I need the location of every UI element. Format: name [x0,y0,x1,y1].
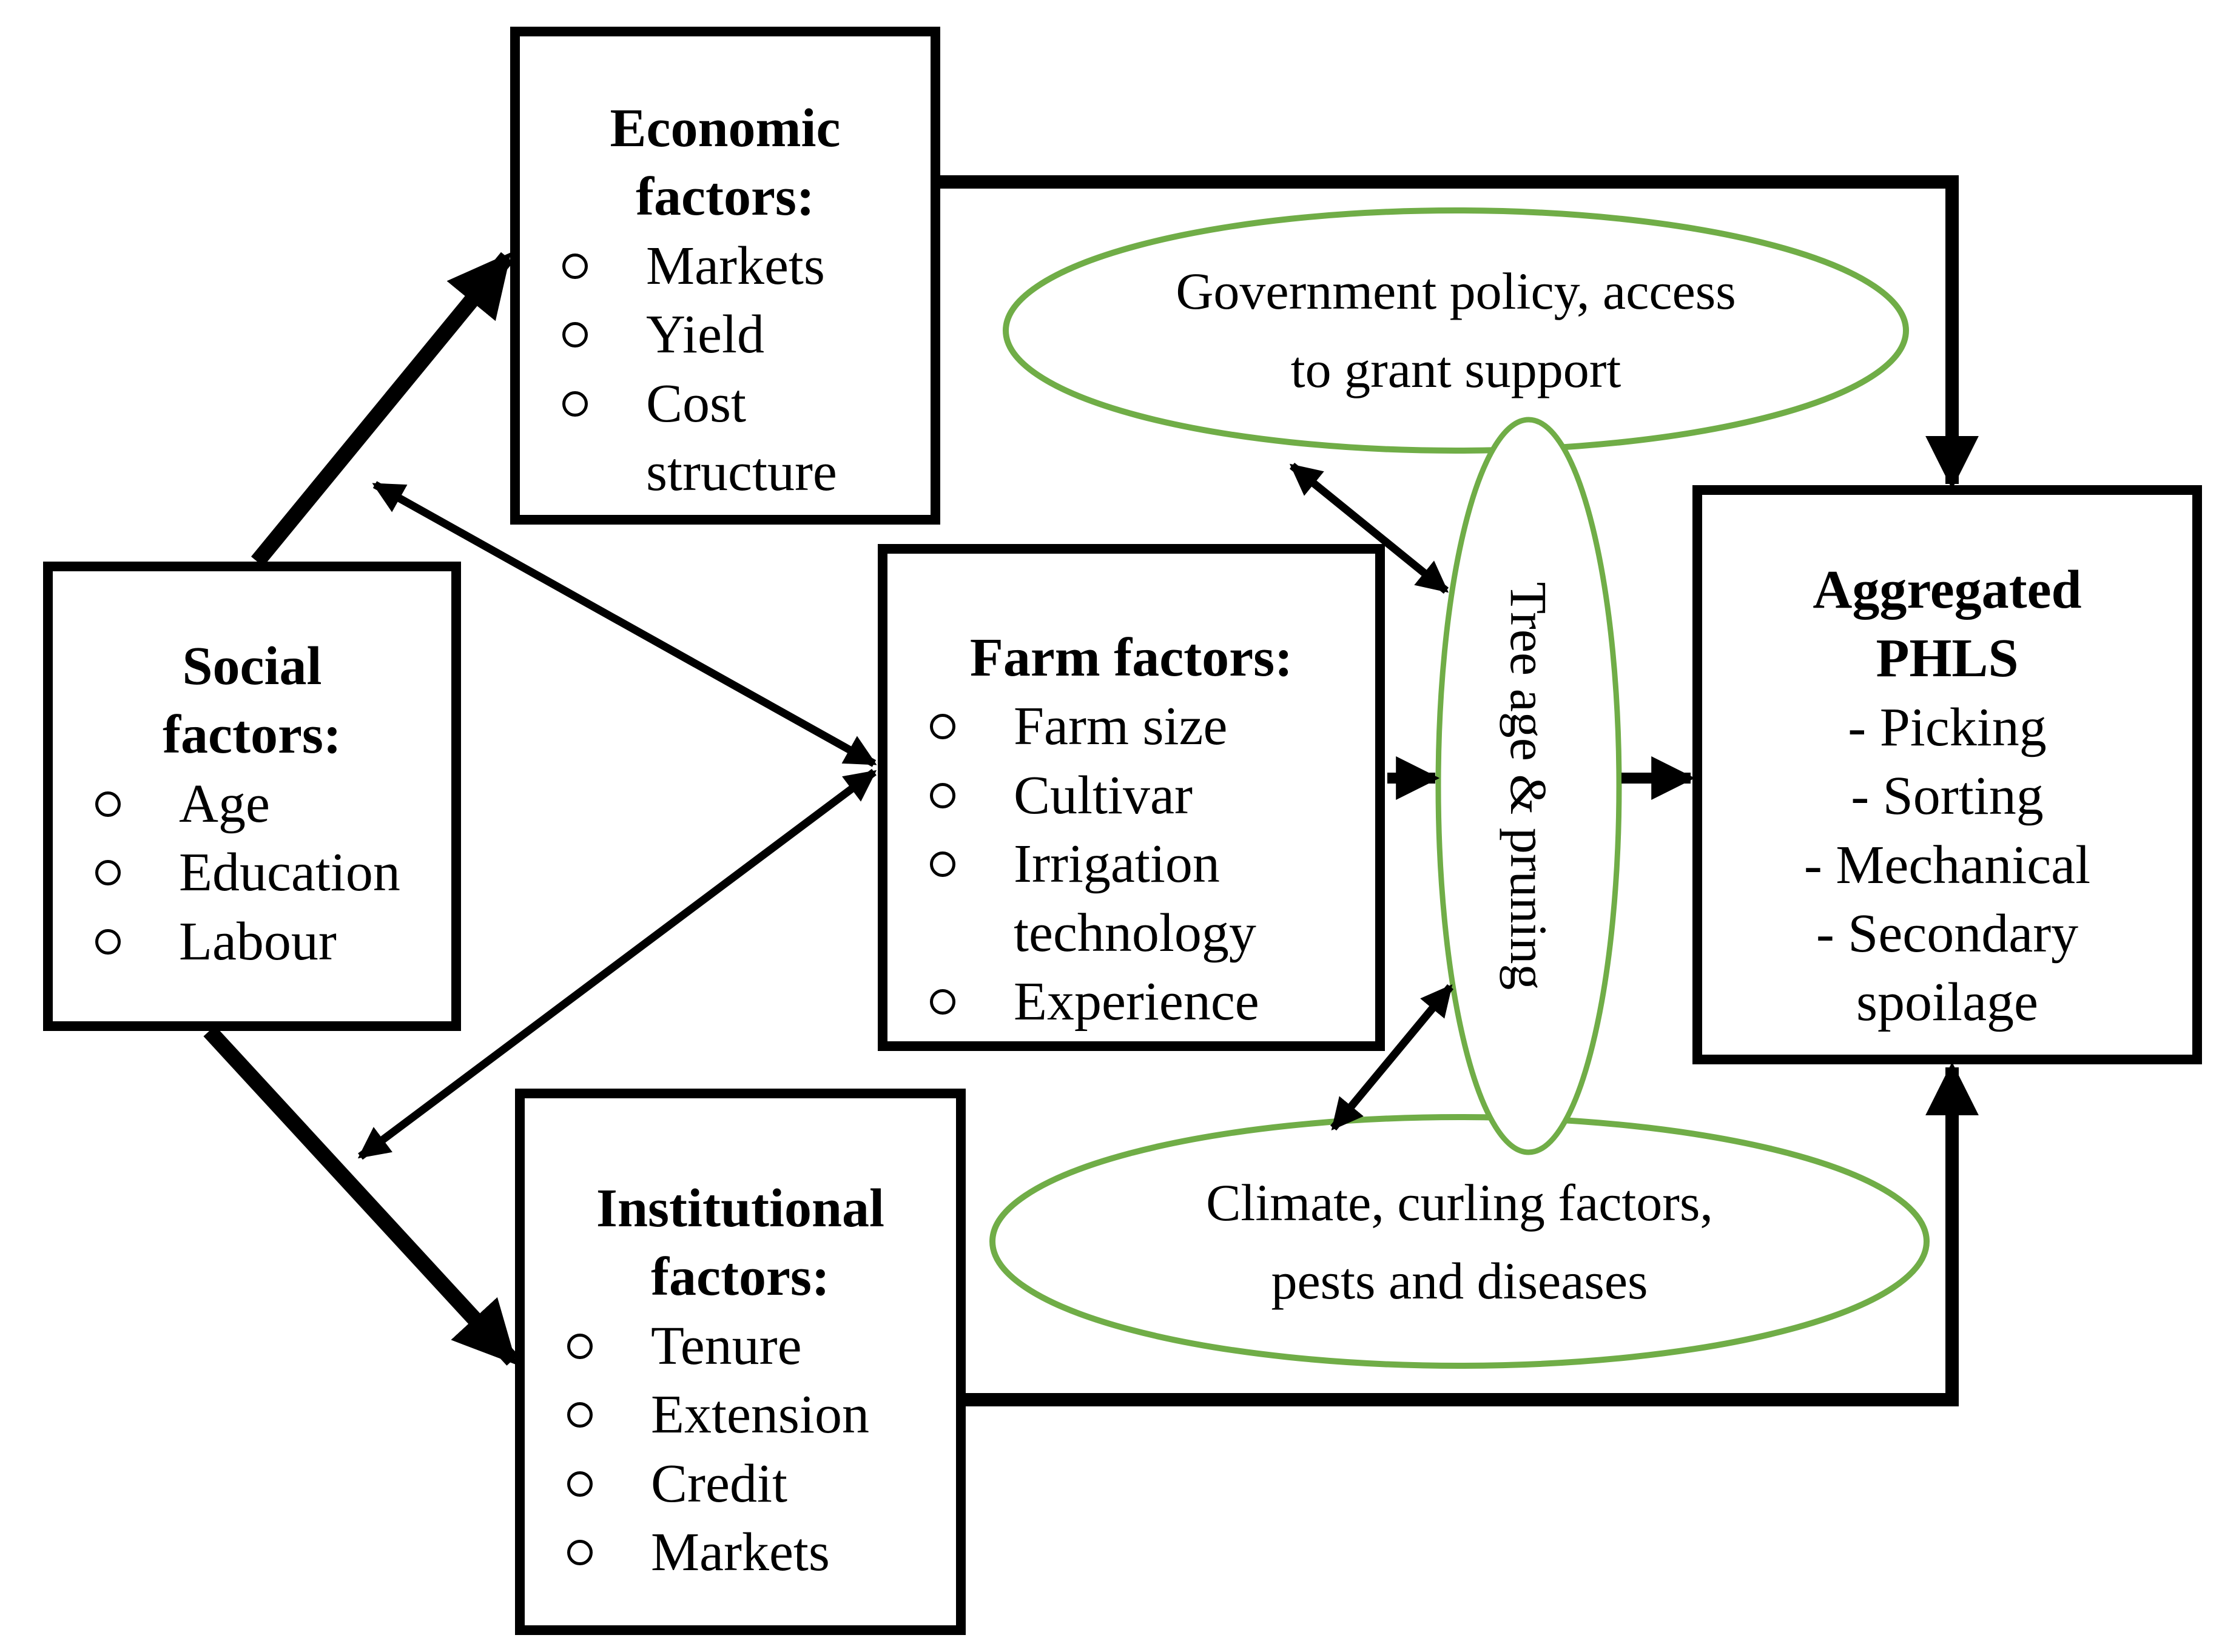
circle-bullet-icon [95,928,121,955]
circle-bullet-icon [567,1539,593,1565]
list-item-label: Age [179,773,270,834]
arrow-social-to-institutional [203,1026,519,1366]
farm-title-line1: Farm factors: [969,628,1293,688]
box-aggregated-phls: Aggregated PHLS - Picking - Sorting - Me… [1692,485,2202,1064]
phls-list-item: - Mechanical [1803,834,2091,895]
list-item-label: Cost structure [646,373,837,502]
list-item: Farm size [930,692,1363,761]
climate-label-line2: pests and diseases [1271,1251,1648,1310]
farm-factors-title: Farm factors: [887,623,1375,692]
list-item: Extension [567,1380,944,1449]
economic-title-line2: factors: [636,167,815,227]
institutional-title-line2: factors: [651,1247,830,1308]
list-item: Education [95,838,439,907]
circle-bullet-icon [562,253,588,279]
government-policy-label: Government policy, access to grant suppo… [1031,227,1880,434]
circle-bullet-icon [930,851,955,878]
list-item: Tenure [567,1312,944,1380]
economic-factors-list: Markets Yield Cost structure [520,232,931,507]
social-title-line1: Social [182,636,322,696]
social-factors-list: Age Education Labour [53,770,451,976]
economic-title-line1: Economic [610,98,841,158]
list-item-label: Farm size [1014,696,1228,757]
list-item-label: Labour [179,911,337,972]
list-item: Credit [567,1449,944,1518]
list-item: Markets [567,1518,944,1587]
list-item-label: Markets [646,235,825,296]
box-farm-factors: Farm factors: Farm size Cultivar Irrigat… [878,544,1385,1051]
list-item-label: Tenure [651,1315,802,1376]
circle-bullet-icon [930,714,955,740]
government-label-line2: to grant support [1290,340,1621,398]
institutional-factors-list: Tenure Extension Credit Markets [525,1312,956,1587]
climate-label-line1: Climate, curling factors, [1206,1173,1713,1232]
circle-bullet-icon [567,1333,593,1359]
institutional-factors-title: Institutional factors: [525,1174,956,1312]
tree-label-line1: Tree age & pruning [1500,582,1558,990]
phls-list-item: - Secondary spoilage [1816,903,2079,1033]
circle-bullet-icon [95,860,121,886]
circle-bullet-icon [567,1471,593,1497]
list-item: Experience [930,967,1363,1036]
list-item-label: Irrigation technology [1014,834,1256,963]
phls-title-line1: Aggregated [1813,560,2082,620]
arrow-social-to-economic [251,252,514,567]
list-item: Age [95,770,439,838]
phls-list-item: - Sorting [1851,766,2044,827]
circle-bullet-icon [562,391,588,417]
list-item-label: Credit [651,1453,787,1514]
box-social-factors: Social factors: Age Education Labour [43,562,461,1031]
circle-bullet-icon [95,791,121,817]
list-item-label: Yield [646,304,764,365]
list-item-label: Experience [1014,971,1259,1032]
list-item: Yield [562,300,918,369]
list-item-label: Markets [651,1522,830,1582]
social-title-line2: factors: [163,705,342,765]
list-item-label: Extension [651,1385,869,1445]
institutional-title-line1: Institutional [596,1178,885,1238]
phls-loss-list: - Picking - Sorting - Mechanical - Secon… [1702,693,2192,1037]
social-factors-title: Social factors: [53,632,451,770]
list-item-label: Cultivar [1014,765,1193,825]
box-institutional-factors: Institutional factors: Tenure Extension … [515,1089,966,1635]
aggregated-phls-title: Aggregated PHLS [1702,556,2192,693]
government-label-line1: Government policy, access [1176,262,1736,320]
box-economic-factors: Economic factors: Markets Yield Cost str… [510,27,940,525]
list-item: Labour [95,907,439,976]
tree-age-pruning-label: Tree age & pruning [1438,452,1620,1120]
economic-factors-title: Economic factors: [520,94,931,232]
list-item: Cost structure [562,369,918,507]
list-item: Markets [562,232,918,300]
list-item-label: Education [179,842,400,903]
circle-bullet-icon [562,322,588,348]
list-item: Cultivar [930,761,1363,830]
farm-factors-list: Farm size Cultivar Irrigation technology… [887,692,1375,1036]
circle-bullet-icon [930,782,955,808]
list-item: Irrigation technology [930,830,1363,967]
circle-bullet-icon [567,1402,593,1428]
phls-list-item: - Picking [1848,697,2047,757]
climate-pests-label: Climate, curling factors, pests and dise… [1035,1137,1884,1346]
phls-title-line2: PHLS [1876,628,2019,689]
circle-bullet-icon [930,989,955,1015]
